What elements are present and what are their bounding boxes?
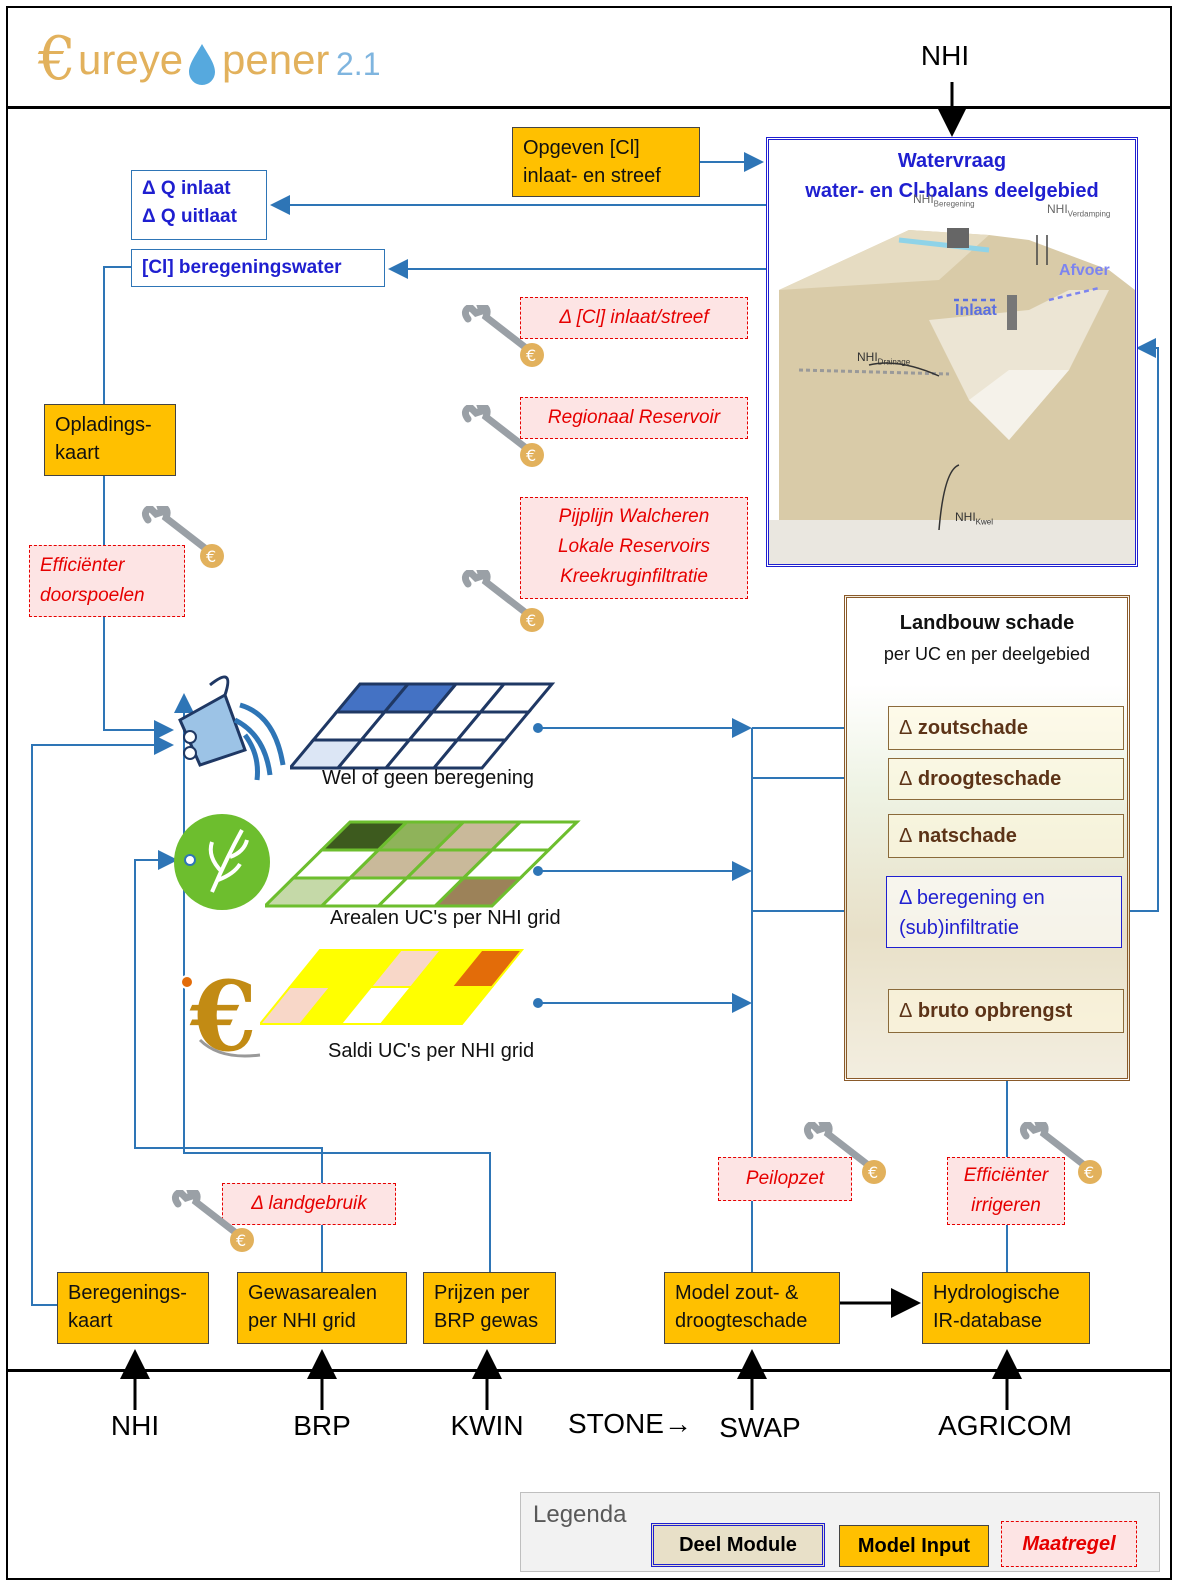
damage-nat: Δ natschade [888, 814, 1124, 858]
wrench-euro-icon: € [171, 1190, 254, 1252]
svg-text:€: € [236, 1231, 246, 1250]
source-nhi-top: NHI [920, 40, 970, 71]
landbouw-subtitle: per UC en per deelgebied [883, 644, 1091, 664]
grid-cell [431, 876, 524, 908]
caption-arealen: Arealen UC's per NHI grid [330, 907, 561, 929]
logo-text-2: pener [222, 36, 330, 83]
wire-feedback-module [1124, 338, 1159, 912]
label-nhi-verdamping: NHIVerdamping [1047, 202, 1111, 219]
logo: € ureye pener 2.1 [38, 24, 458, 100]
source-swap: SWAP [719, 1412, 801, 1443]
legend-model-input: Model Input [839, 1525, 989, 1567]
damage-beregening: Δ beregening en(sub)infiltratie [886, 876, 1122, 948]
logo-version: 2.1 [336, 46, 381, 82]
logo-drop-icon [189, 44, 215, 85]
wire-cl-beregening [103, 266, 174, 740]
legend-deel-module: Deel Module [651, 1523, 825, 1567]
grid-cell [430, 738, 509, 770]
label-inlaat: Inlaat [955, 302, 997, 319]
grid2-dot [533, 866, 543, 876]
output-cl-beregeningswater: [Cl] beregeningswater [131, 249, 385, 287]
bottom-rule [8, 1369, 1172, 1372]
wrench-euro-icon: € [141, 506, 224, 568]
source-kwin: KWIN [450, 1410, 524, 1441]
svg-text:€: € [1084, 1163, 1094, 1182]
grid-cell [419, 986, 495, 1025]
source-brp: BRP [293, 1410, 351, 1441]
grid1-dot [533, 723, 543, 733]
label-nhi-drainage: NHIDrainage [857, 350, 911, 367]
grid-saldi [260, 949, 525, 1025]
watervraag-module: Watervraag water- en Cl-balans deelgebie… [766, 137, 1138, 567]
grid3-dot [533, 998, 543, 1008]
source-nhi: NHI [110, 1410, 160, 1441]
grid-arealen [265, 820, 581, 908]
module-subtitle: water- en Cl-balans deelgebied [805, 180, 1099, 202]
source-agricom: AGRICOM [938, 1410, 1072, 1441]
measure-regionaal-reservoir: Regionaal Reservoir [520, 397, 748, 439]
damage-zout: Δ zoutschade [888, 706, 1124, 750]
top-rule [8, 106, 1172, 109]
grid-beregening [290, 682, 556, 770]
legend-maatregel: Maatregel [1001, 1521, 1137, 1567]
logo-euro: € [38, 24, 77, 94]
crop-leaf-icon [174, 814, 270, 910]
wire-prijzen-saldi [174, 693, 491, 1272]
label-afvoer: Afvoer [1059, 262, 1110, 279]
wrench-euro-icon: € [461, 405, 544, 467]
module-title: Watervraag [897, 150, 1007, 172]
svg-text:€: € [526, 446, 536, 465]
source-stone: STONE→ [568, 1408, 692, 1439]
logo-text-1: ureye [78, 36, 184, 83]
measure-landgebruik: Δ landgebruik [222, 1183, 396, 1225]
euro-coin-icon: € [180, 960, 261, 1070]
label-nhi-beregening: NHIBeregening [913, 192, 975, 209]
damage-bruto: Δ bruto opbrengst [888, 989, 1124, 1033]
wrench-euro-icon: € [1019, 1122, 1102, 1184]
wrench-euro-icon: € [461, 570, 544, 632]
irrigation-bucket-icon [178, 675, 286, 781]
svg-text:€: € [206, 547, 216, 566]
svg-text:€: € [868, 1163, 878, 1182]
wrench-euro-icon: € [461, 305, 544, 367]
input-opladingskaart: Opladings-kaart [44, 404, 176, 476]
legend: Legenda Deel Module Model Input Maatrege… [520, 1492, 1160, 1572]
input-beregeningskaart: Beregenings-kaart [57, 1272, 209, 1344]
input-model-schade: Model zout- &droogteschade [664, 1272, 840, 1344]
landbouw-title: Landbouw schade [899, 612, 1075, 634]
wire-beregeningskaart [31, 735, 174, 1306]
caption-beregening: Wel of geen beregening [322, 767, 535, 789]
legend-title: Legenda [533, 1501, 627, 1528]
svg-text:€: € [526, 611, 536, 630]
field-cross-section [769, 140, 1135, 564]
svg-text:€: € [526, 346, 536, 365]
measure-peilopzet: Peilopzet [718, 1157, 852, 1201]
outer-frame [6, 6, 1172, 1580]
input-opgeven-cl: Opgeven [Cl]inlaat- en streef [512, 127, 700, 197]
wrench-euro-icon: € [803, 1122, 886, 1184]
damage-droogte: Δ droogteschade [888, 758, 1124, 800]
measure-cl-inlaat: Δ [Cl] inlaat/streef [520, 297, 748, 339]
caption-saldi: Saldi UC's per NHI grid [328, 1040, 535, 1062]
label-nhi-kwel: NHIKwel [955, 510, 994, 527]
